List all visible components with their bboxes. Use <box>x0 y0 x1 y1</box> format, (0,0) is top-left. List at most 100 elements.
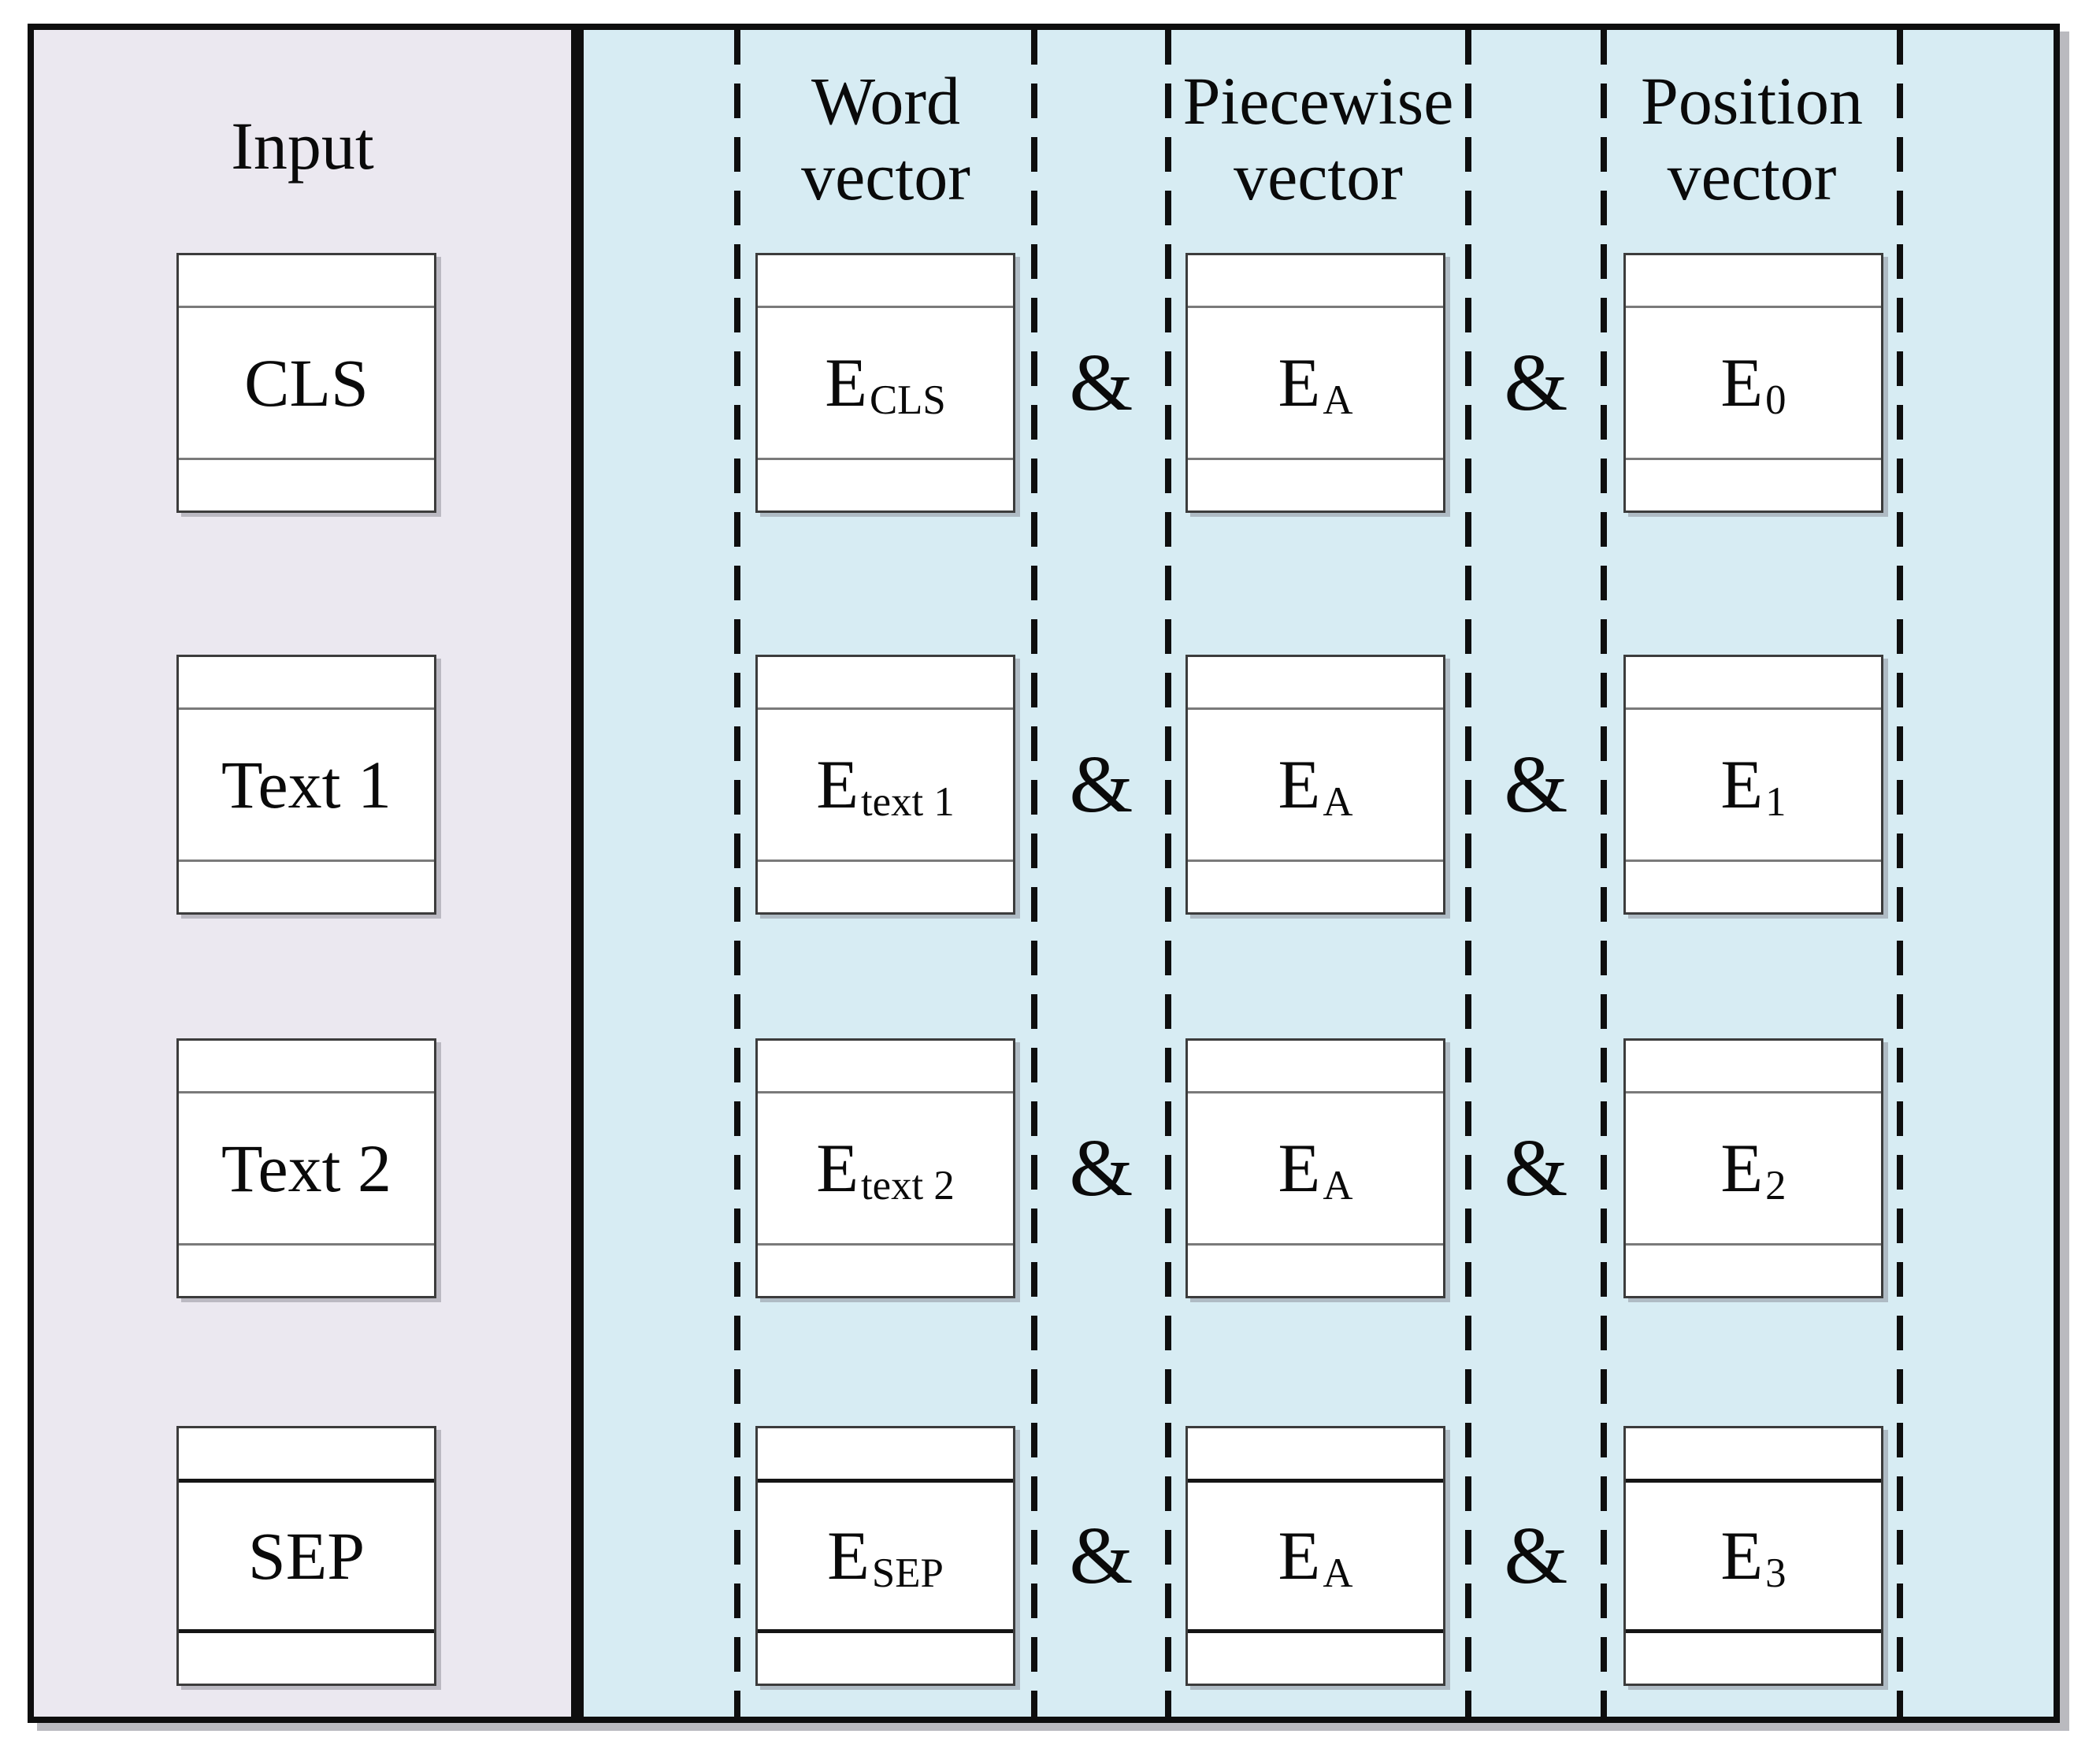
embedding-subscript: text 2 <box>860 1163 955 1209</box>
box-top-strip <box>179 255 434 308</box>
box-bottom-strip <box>1188 860 1443 912</box>
embedding-base: E <box>816 746 859 823</box>
word-vector-cell-text-1: Etext 1 <box>755 655 1015 915</box>
piecewise-vector-header: Piecewise vector <box>1168 63 1468 215</box>
box-bottom-strip <box>179 1629 434 1684</box>
box-middle-strip: Text 1 <box>179 710 434 860</box>
box-top-strip <box>1626 255 1881 308</box>
box-top-strip <box>758 1428 1013 1483</box>
join-operator: & <box>1504 337 1568 428</box>
embedding-subscript: A <box>1323 1163 1353 1209</box>
box-middle-strip: EA <box>1188 1093 1443 1243</box>
box-top-strip <box>1188 657 1443 710</box>
input-box-text-2: Text 2 <box>176 1038 436 1298</box>
embedding-base: E <box>827 1517 870 1595</box>
box-bottom-strip <box>179 860 434 912</box>
join-operator: & <box>1504 739 1568 830</box>
embedding-label: EA <box>1278 1517 1353 1597</box>
join-operator: & <box>1069 337 1133 428</box>
embedding-base: E <box>816 1130 859 1207</box>
input-box-label: Text 2 <box>221 1131 392 1206</box>
embedding-label: EA <box>1278 1129 1353 1209</box>
position-vector-cell-1: E1 <box>1623 655 1883 915</box>
box-top-strip <box>1626 1428 1881 1483</box>
embedding-subscript: A <box>1323 1550 1353 1597</box>
position-vector-header: Position vector <box>1604 63 1900 215</box>
piecewise-vector-cell-1: EA <box>1185 253 1445 513</box>
input-box-cls: CLS <box>176 253 436 513</box>
word-vector-cell-cls: ECLS <box>755 253 1015 513</box>
embedding-base: E <box>1278 344 1321 421</box>
embedding-subscript: 3 <box>1765 1550 1786 1597</box>
input-box-label: SEP <box>247 1518 365 1594</box>
word-vector-header: Word vector <box>737 63 1034 215</box>
embedding-label: E0 <box>1720 343 1786 424</box>
join-operator: & <box>1069 1510 1133 1601</box>
box-middle-strip: Etext 1 <box>758 710 1013 860</box>
box-top-strip <box>758 255 1013 308</box>
embedding-label: Etext 1 <box>816 745 955 826</box>
box-middle-strip: EA <box>1188 710 1443 860</box>
piecewise-vector-cell-3: EA <box>1185 1038 1445 1298</box>
box-top-strip <box>1626 657 1881 710</box>
box-bottom-strip <box>1626 1243 1881 1296</box>
box-bottom-strip <box>1188 458 1443 511</box>
join-operator: & <box>1504 1123 1568 1213</box>
box-bottom-strip <box>758 1243 1013 1296</box>
box-bottom-strip <box>179 1243 434 1296</box>
box-middle-strip: EA <box>1188 1483 1443 1629</box>
header-line-2: vector <box>1234 139 1403 215</box>
embedding-subscript: CLS <box>869 377 946 424</box>
join-operator: & <box>1069 1123 1133 1213</box>
piecewise-vector-cell-2: EA <box>1185 655 1445 915</box>
word-vector-cell-text-2: Etext 2 <box>755 1038 1015 1298</box>
embedding-base: E <box>1720 344 1764 421</box>
box-top-strip <box>179 1041 434 1093</box>
join-operator: & <box>1069 739 1133 830</box>
box-bottom-strip <box>179 458 434 511</box>
embedding-subscript: text 1 <box>860 779 955 826</box>
join-operator: & <box>1504 1510 1568 1601</box>
box-top-strip <box>758 1041 1013 1093</box>
box-middle-strip: E3 <box>1626 1483 1881 1629</box>
embedding-label: E2 <box>1720 1129 1786 1209</box>
dashed-divider-5 <box>1601 30 1607 1717</box>
dashed-divider-2 <box>1031 30 1037 1717</box>
dashed-divider-1 <box>734 30 740 1717</box>
position-vector-cell-3: E3 <box>1623 1426 1883 1686</box>
embedding-base: E <box>825 344 867 421</box>
box-top-strip <box>1188 1041 1443 1093</box>
dashed-divider-3 <box>1165 30 1171 1717</box>
input-box-sep: SEP <box>176 1426 436 1686</box>
header-line-2: vector <box>801 139 970 215</box>
embedding-subscript: 1 <box>1765 779 1786 826</box>
embedding-base: E <box>1720 746 1764 823</box>
box-middle-strip: EA <box>1188 308 1443 458</box>
box-bottom-strip <box>1188 1243 1443 1296</box>
embedding-label: EA <box>1278 745 1353 826</box>
embedding-subscript: 2 <box>1765 1163 1786 1209</box>
input-panel-title: Input <box>231 108 374 184</box>
embedding-subscript: A <box>1323 377 1353 424</box>
box-bottom-strip <box>1626 1629 1881 1684</box>
header-line-1: Word <box>811 63 960 139</box>
embedding-base: E <box>1278 1517 1321 1595</box>
dashed-divider-6 <box>1897 30 1903 1717</box>
box-top-strip <box>179 657 434 710</box>
box-bottom-strip <box>758 1629 1013 1684</box>
embedding-subscript: 0 <box>1765 377 1786 424</box>
position-vector-cell-2: E2 <box>1623 1038 1883 1298</box>
embedding-label: E1 <box>1720 745 1786 826</box>
embedding-base: E <box>1278 746 1321 823</box>
word-vector-cell-sep: ESEP <box>755 1426 1015 1686</box>
header-line-1: Piecewise <box>1182 63 1454 139</box>
box-bottom-strip <box>1188 1629 1443 1684</box>
box-middle-strip: E1 <box>1626 710 1881 860</box>
position-vector-cell-0: E0 <box>1623 253 1883 513</box>
embedding-subscript: A <box>1323 779 1353 826</box>
embedding-label: EA <box>1278 343 1353 424</box>
box-middle-strip: ECLS <box>758 308 1013 458</box>
box-middle-strip: CLS <box>179 308 434 458</box>
box-middle-strip: E0 <box>1626 308 1881 458</box>
input-box-label: CLS <box>244 345 369 421</box>
